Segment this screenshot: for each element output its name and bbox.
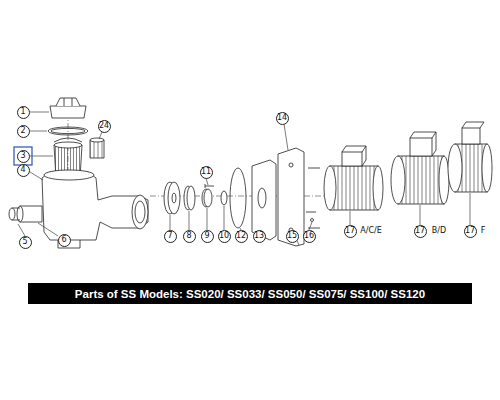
model-suffix: A/C/E — [359, 227, 383, 235]
callout-number: 4 — [17, 164, 30, 177]
callout-number: 14 — [276, 112, 289, 125]
callout-number: 11 — [200, 166, 213, 179]
callout-number: 3 — [17, 150, 30, 163]
callout-number: 2 — [17, 125, 30, 138]
callout-number: 17 — [414, 225, 427, 238]
highlight-box — [14, 147, 32, 165]
callout-number: 17 — [464, 225, 477, 238]
model-suffix: B/D — [431, 227, 447, 235]
callout-number: 7 — [164, 230, 177, 243]
title-banner: Parts of SS Models: SS020/ SS033/ SS050/… — [28, 283, 472, 304]
callout-number: 6 — [58, 234, 71, 247]
callout-number: 8 — [183, 230, 196, 243]
callout-number: 13 — [253, 230, 266, 243]
model-suffix: F — [480, 227, 487, 235]
title: Parts of SS Models: SS020/ SS033/ SS050/… — [75, 288, 425, 300]
callout-number: 1 — [17, 106, 30, 119]
callout-number: 16 — [303, 230, 316, 243]
callout-number: 24 — [98, 120, 111, 133]
callout-number: 12 — [235, 230, 248, 243]
callout-number: 5 — [19, 236, 32, 249]
callout-number: 9 — [201, 230, 214, 243]
callout-number: 15 — [286, 230, 299, 243]
callout-number: 17 — [344, 225, 357, 238]
callout-number: 10 — [218, 230, 231, 243]
